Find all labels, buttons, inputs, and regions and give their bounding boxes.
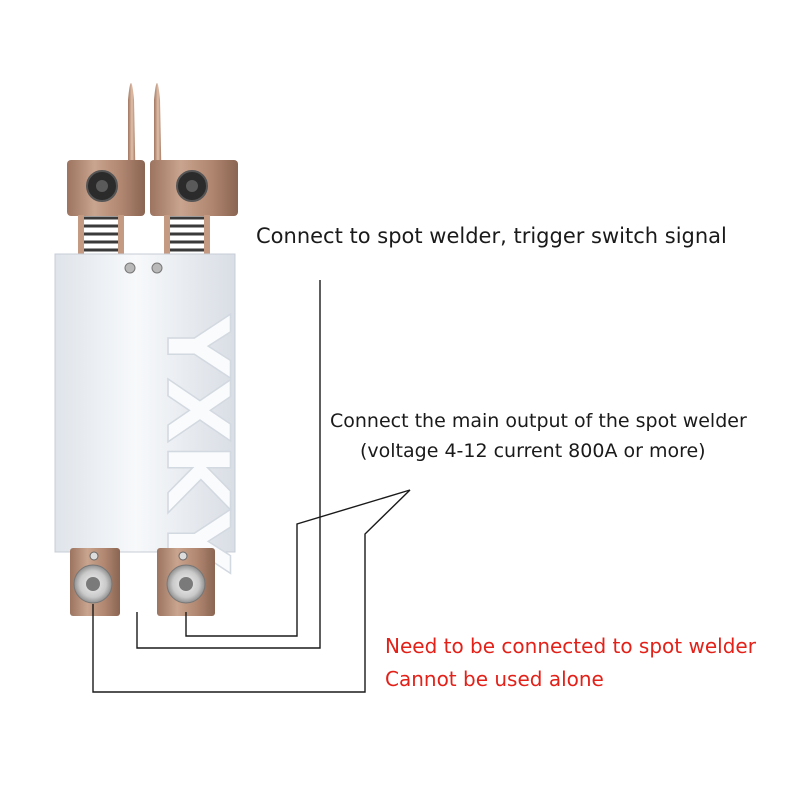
springs	[82, 216, 206, 252]
top-clamp-blocks	[67, 160, 238, 216]
bottom-terminals	[70, 548, 215, 616]
pen-body	[54, 253, 236, 553]
body-top-screw-left	[124, 262, 136, 274]
body-top-screw-right	[151, 262, 163, 274]
warning-connect-label: Need to be connected to spot welder	[385, 634, 756, 658]
brand-watermark: YXKY	[147, 314, 247, 574]
main-output-line-a	[185, 489, 411, 637]
trigger-signal-label: Connect to spot welder, trigger switch s…	[256, 224, 727, 248]
main-output-label: Connect the main output of the spot weld…	[330, 410, 747, 432]
connection-lines	[92, 280, 411, 693]
main-output-line-b	[92, 489, 411, 693]
main-output-spec-label: (voltage 4-12 current 800A or more)	[360, 440, 706, 462]
warning-alone-label: Cannot be used alone	[385, 667, 604, 691]
trigger-line	[136, 280, 321, 649]
